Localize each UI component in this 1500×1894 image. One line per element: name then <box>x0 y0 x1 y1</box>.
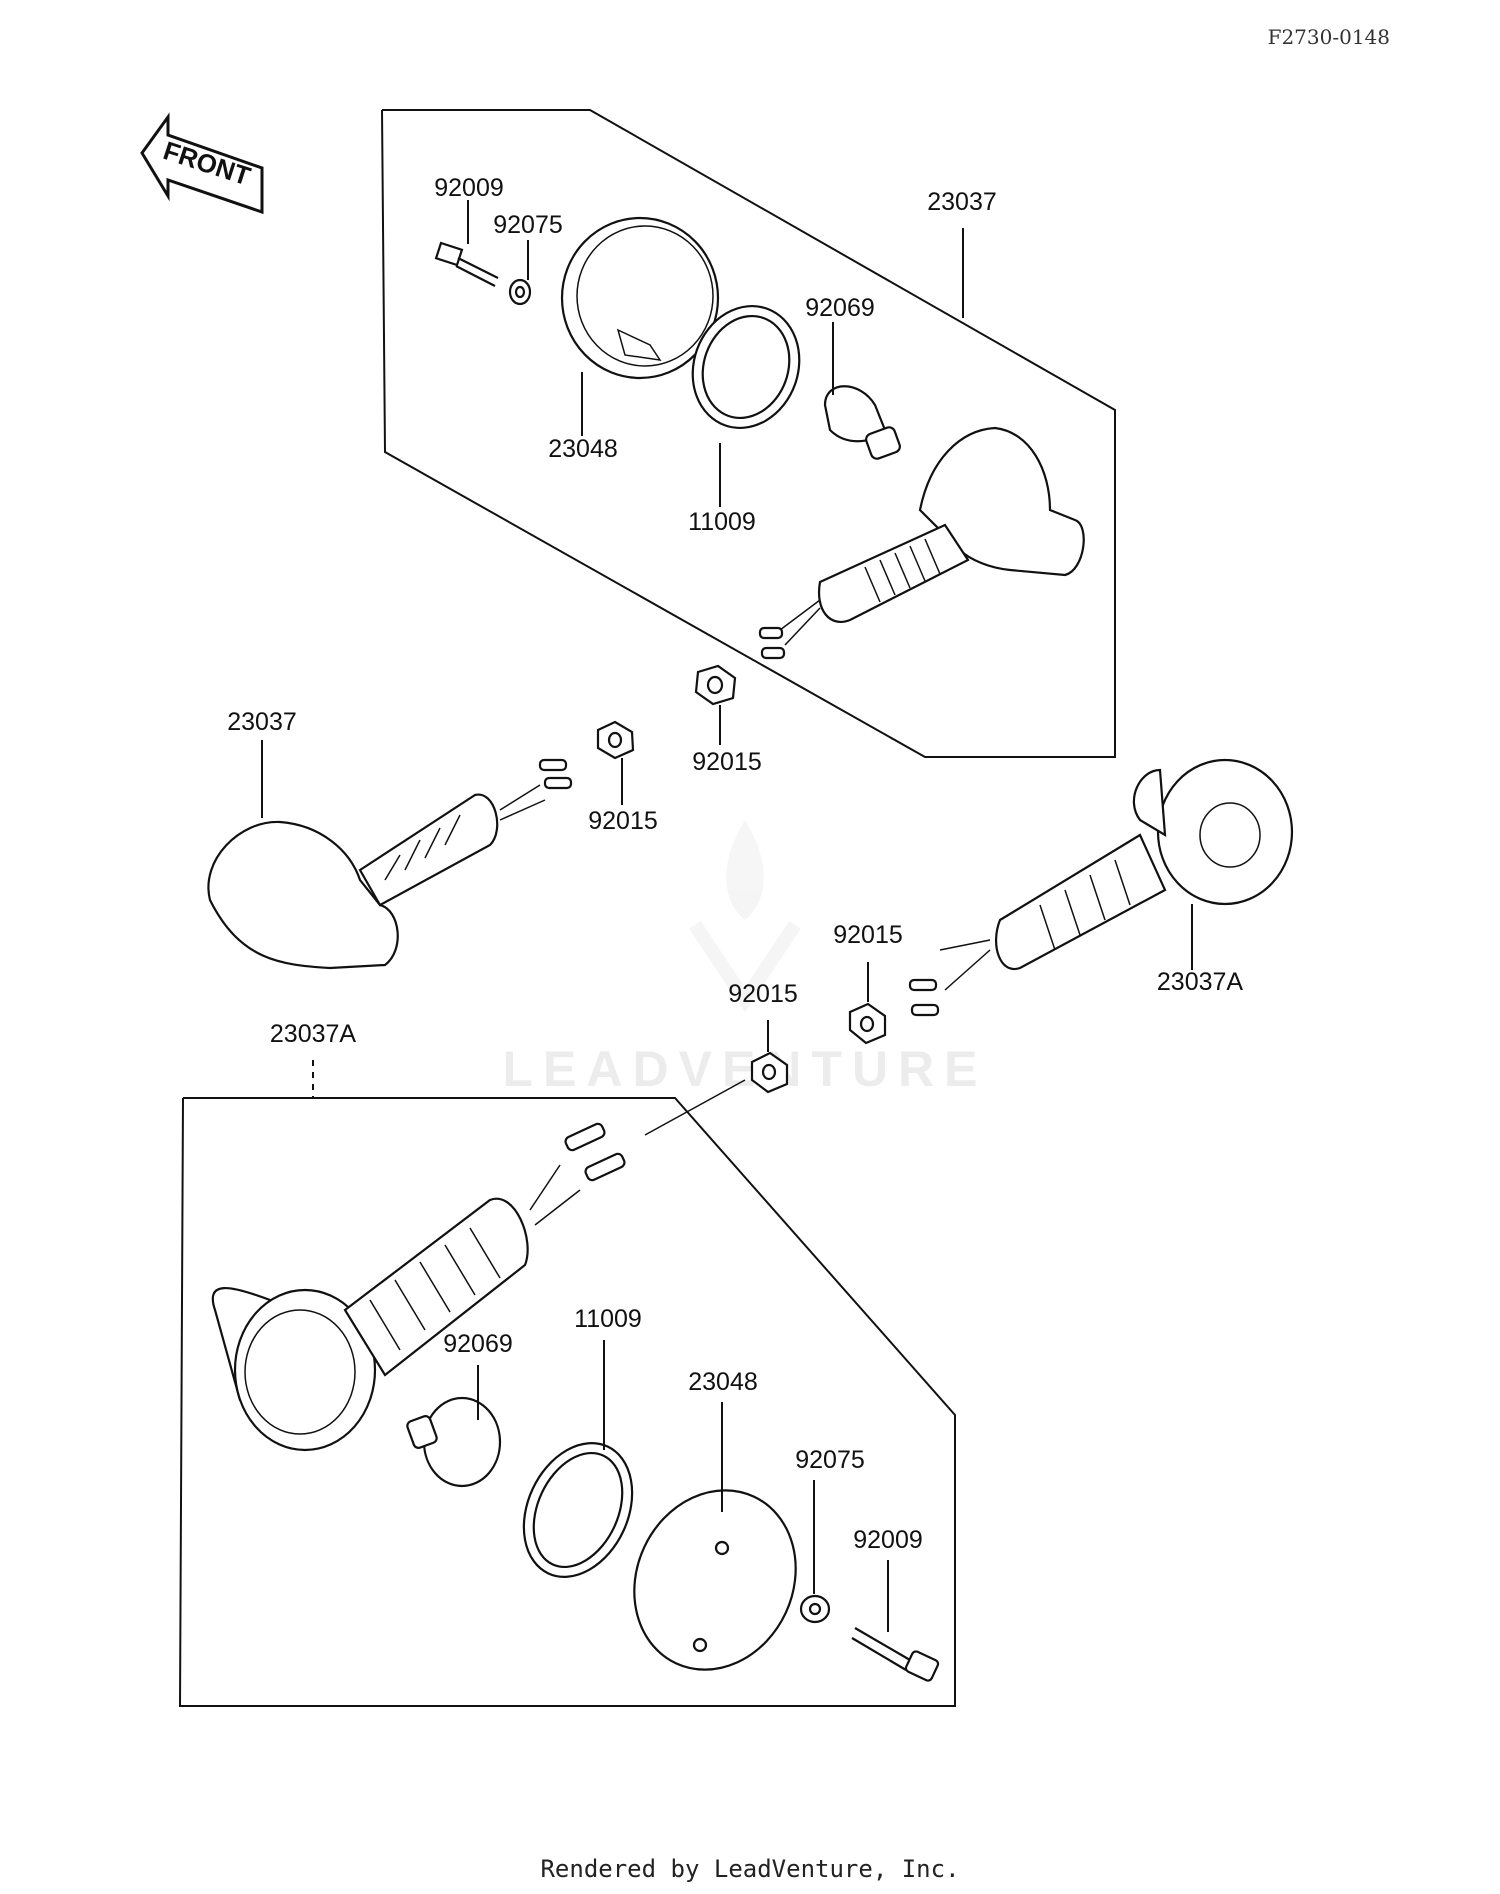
label-11009-bottom: 11009 <box>574 1305 642 1333</box>
label-23037-left: 23037 <box>227 708 297 736</box>
left-turn-signal-23037 <box>207 758 573 970</box>
top-lens-23048 <box>560 216 720 380</box>
label-92015-top: 92015 <box>692 748 762 776</box>
part-labels: 92009 92075 23037 92069 23048 11009 9201… <box>227 174 1243 1554</box>
top-bulb-92069 <box>823 385 901 460</box>
left-nut-92015 <box>596 720 635 760</box>
top-gasket-11009 <box>691 304 801 430</box>
watermark-logo <box>689 820 801 1013</box>
label-92069-top: 92069 <box>805 294 875 322</box>
label-92075-top: 92075 <box>493 211 563 239</box>
leader-lines <box>261 200 1193 1632</box>
label-92015-bottom: 92015 <box>728 980 798 1008</box>
bottom-assembly-frame <box>178 1097 956 1707</box>
bottom-gasket-11009 <box>522 1442 634 1578</box>
label-23037-top: 23037 <box>927 188 997 216</box>
top-washer-92075 <box>508 278 532 306</box>
top-bolt-92009 <box>434 241 499 287</box>
bottom-washer-92075 <box>799 1594 831 1624</box>
label-11009-top: 11009 <box>688 508 756 536</box>
label-92009-top: 92009 <box>434 174 504 202</box>
label-92069-bottom: 92069 <box>443 1330 513 1358</box>
footer-credit: Rendered by LeadVenture, Inc. <box>540 1855 959 1883</box>
top-nut-92015 <box>694 664 737 706</box>
top-assembly-frame <box>381 109 1116 758</box>
nut-leader-line <box>644 1079 746 1136</box>
diagram-id: F2730-0148 <box>1268 25 1390 49</box>
right-nut-92015 <box>848 1002 887 1045</box>
label-23048-bottom: 23048 <box>688 1368 758 1396</box>
watermark-text: LEADVENTURE <box>502 1041 987 1097</box>
bottom-bulb-92069 <box>406 1396 502 1488</box>
bottom-bolt-92009 <box>851 1627 940 1682</box>
label-92075-bottom: 92075 <box>795 1446 865 1474</box>
bottom-lens-23048 <box>633 1489 797 1671</box>
front-arrow: FRONT <box>140 112 264 215</box>
label-23037A-bottom: 23037A <box>270 1020 357 1048</box>
bottom-turn-signal-23037A <box>211 1122 626 1452</box>
top-turn-signal-23037 <box>758 426 1085 660</box>
label-23037A-right: 23037A <box>1157 968 1244 996</box>
label-92015-left: 92015 <box>588 807 658 835</box>
label-23048-top: 23048 <box>548 435 618 463</box>
label-92015-right: 92015 <box>833 921 903 949</box>
right-turn-signal-23037A <box>908 758 1294 1017</box>
label-92009-bottom: 92009 <box>853 1526 923 1554</box>
bottom-nut-92015 <box>750 1051 789 1094</box>
